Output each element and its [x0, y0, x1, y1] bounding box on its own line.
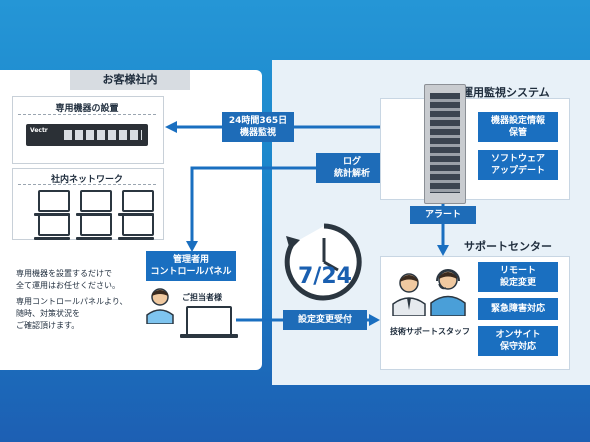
- system-title: 自動運用監視システム: [440, 86, 550, 99]
- network-header: 社内ネットワーク: [50, 175, 123, 185]
- change-arrowhead: [369, 314, 380, 326]
- note-control-panel: 専用コントロールパネルより、 随時、対策状況を ご確認頂けます。: [16, 297, 128, 330]
- headset-person-icon: [430, 268, 466, 320]
- device-divider: [18, 114, 156, 115]
- appliance-brand: Vectr: [30, 127, 48, 134]
- staff-person-icon: [392, 272, 426, 320]
- laptop-icon: [186, 306, 232, 336]
- config-storage-button[interactable]: 機器設定情報 保管: [478, 112, 558, 142]
- change-request-button[interactable]: 設定変更受付: [283, 310, 367, 330]
- monitor-button[interactable]: 24時間365日 機器監視: [222, 112, 294, 142]
- admin-panel-button[interactable]: 管理者用 コントロールパネル: [146, 251, 236, 281]
- appliance-ports: [64, 130, 142, 140]
- onsite-button[interactable]: オンサイト 保守対応: [478, 326, 558, 356]
- log-arrowhead: [186, 241, 198, 252]
- admin-label: ご担当者様: [182, 293, 222, 302]
- appliance-icon: Vectr: [26, 124, 148, 146]
- note-install: 専用機器を設置するだけで 全て運用はお任せください。: [16, 269, 120, 290]
- software-update-button[interactable]: ソフトウェア アップデート: [478, 150, 558, 180]
- monitor-arrowhead: [165, 121, 177, 133]
- support-title: サポートセンター: [464, 240, 552, 253]
- customer-title: お客様社内: [70, 70, 190, 90]
- staff-label: 技術サポートスタッフ: [390, 327, 470, 336]
- server-rack-icon: [424, 84, 466, 204]
- emergency-button[interactable]: 緊急障害対応: [478, 298, 558, 320]
- alert-arrowhead: [437, 245, 449, 256]
- laptop-base: [180, 334, 238, 338]
- remote-config-button[interactable]: リモート 設定変更: [478, 262, 558, 292]
- alert-button[interactable]: アラート: [410, 206, 476, 224]
- log-button[interactable]: ログ 統計解析: [316, 153, 388, 183]
- clock-icon: [284, 222, 364, 306]
- pc-icon: [76, 214, 112, 240]
- pc-icon: [34, 214, 70, 240]
- server-slots: [430, 93, 460, 193]
- clock-text: 7/24: [298, 264, 352, 289]
- network-divider: [18, 184, 156, 185]
- admin-person-icon: [146, 288, 174, 328]
- device-header: 専用機器の設置: [55, 104, 119, 114]
- pc-icon: [118, 214, 154, 240]
